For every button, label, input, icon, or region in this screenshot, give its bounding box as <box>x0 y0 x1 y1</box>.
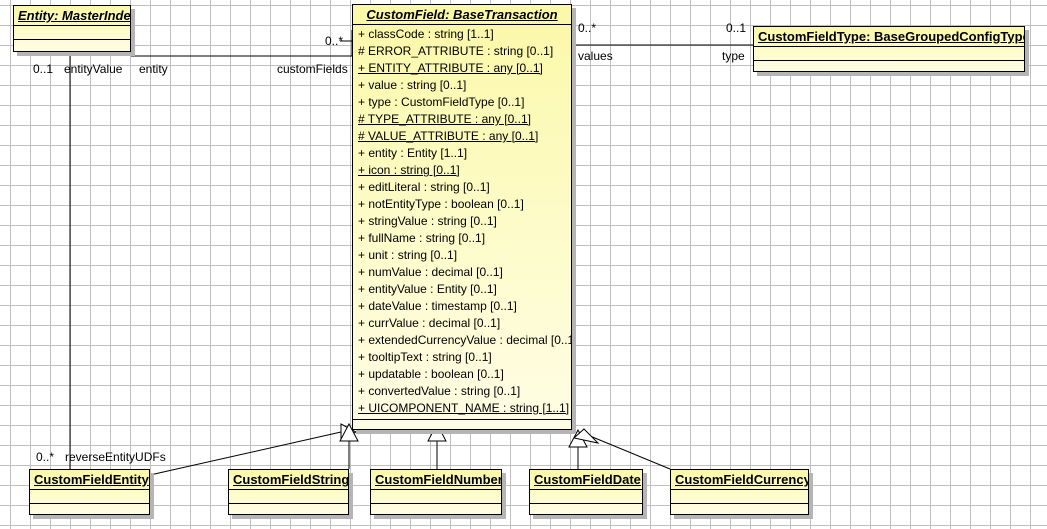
attribute-row: + icon : string [0..1] <box>358 163 460 177</box>
attribute-row: # TYPE_ATTRIBUTE : any [0..1] <box>358 112 531 126</box>
attribute-row: + dateValue : timestamp [0..1] <box>358 299 517 313</box>
multiplicity-label: 0..1 <box>726 21 747 35</box>
class-title-customfielddate: CustomFieldDate <box>530 470 642 490</box>
class-attributes-compartment-customfieldstring <box>229 490 348 504</box>
attribute-row: + UICOMPONENT_NAME : string [1..1] <box>358 401 570 415</box>
role-label-reverseentityudfs: reverseEntityUDFs <box>65 450 166 464</box>
attribute-row: + notEntityType : boolean [0..1] <box>358 197 524 211</box>
multiplicity-label: 0..* <box>578 21 597 35</box>
class-attributes-compartment-customfield: + classCode : string [1..1] # ERROR_ATTR… <box>353 25 571 420</box>
class-title-customfieldentity: CustomFieldEntity <box>30 470 149 490</box>
class-title-customfieldcurrency: CustomFieldCurrency <box>671 470 808 490</box>
class-title-customfieldnumber: CustomFieldNumber <box>371 470 501 490</box>
generalization-customfieldentity <box>149 423 358 476</box>
attribute-row: + value : string [0..1] <box>358 78 467 92</box>
attribute-row: + tooltipText : string [0..1] <box>358 350 492 364</box>
class-operations-compartment-customfieldnumber <box>371 504 501 514</box>
class-customfield-basetransaction[interactable]: CustomField: BaseTransaction + classCode… <box>352 4 572 430</box>
class-customfieldnumber[interactable]: CustomFieldNumber <box>370 469 502 515</box>
generalization-customfieldnumber <box>427 422 447 469</box>
role-label-entityvalue: entityValue <box>64 62 123 76</box>
class-customfieldcurrency[interactable]: CustomFieldCurrency <box>670 469 809 515</box>
attribute-row: + numValue : decimal [0..1] <box>358 265 503 279</box>
attribute-row: + entityValue : Entity [0..1] <box>358 282 497 296</box>
attribute-row: + entity : Entity [1..1] <box>358 146 468 160</box>
role-label-type: type <box>722 49 745 63</box>
class-customfieldentity[interactable]: CustomFieldEntity <box>29 469 150 515</box>
class-title-customfieldtype: CustomFieldType: BaseGroupedConfigType <box>754 27 1024 47</box>
attribute-row: # ERROR_ATTRIBUTE : string [0..1] <box>358 44 554 58</box>
class-operations-compartment-customfieldstring <box>229 504 348 514</box>
attribute-row: + convertedValue : string [0..1] <box>358 384 521 398</box>
generalization-customfielddate <box>568 428 588 469</box>
attribute-row: + editLiteral : string [0..1] <box>358 180 490 194</box>
class-attributes-compartment-customfieldnumber <box>371 490 501 504</box>
generalization-customfieldstring <box>339 422 359 469</box>
attribute-row: # VALUE_ATTRIBUTE : any [0..1] <box>358 129 539 143</box>
association-entity-customfields <box>131 30 353 57</box>
class-attributes-compartment-customfielddate <box>530 490 642 504</box>
class-attributes-compartment-customfieldcurrency <box>671 490 808 504</box>
class-title-entity-masterindex: Entity: MasterIndex <box>14 6 130 26</box>
role-label-customfields: customFields <box>277 62 348 76</box>
attribute-row: + unit : string [0..1] <box>358 248 458 262</box>
class-attributes-compartment-customfieldtype <box>754 47 1024 61</box>
class-operations-compartment-customfield <box>353 420 571 429</box>
class-title-customfieldstring: CustomFieldString <box>229 470 348 490</box>
class-customfielddate[interactable]: CustomFieldDate <box>529 469 643 515</box>
multiplicity-label: 0..1 <box>33 62 54 76</box>
class-title-customfield-basetransaction: CustomField: BaseTransaction <box>353 5 571 25</box>
attribute-row: + ENTITY_ATTRIBUTE : any [0..1] <box>358 61 543 75</box>
multiplicity-label: 0..* <box>36 450 55 464</box>
class-attributes-compartment-entity <box>14 26 130 40</box>
attribute-row: + updatable : boolean [0..1] <box>358 367 504 381</box>
generalization-customfieldcurrency <box>572 428 671 470</box>
role-label-entity: entity <box>139 62 168 76</box>
class-customfieldtype-basegroupedconfigtype[interactable]: CustomFieldType: BaseGroupedConfigType <box>753 26 1025 72</box>
attribute-row: + extendedCurrencyValue : decimal [0..1] <box>358 333 572 347</box>
role-label-values: values <box>578 49 613 63</box>
class-operations-compartment-customfielddate <box>530 504 642 514</box>
class-attributes-compartment-customfieldentity <box>30 490 149 504</box>
multiplicity-label: 0..* <box>325 34 344 48</box>
class-operations-compartment-entity <box>14 40 130 51</box>
class-operations-compartment-customfieldtype <box>754 61 1024 71</box>
attribute-row: + classCode : string [1..1] <box>358 27 494 41</box>
class-operations-compartment-customfieldentity <box>30 504 149 514</box>
attribute-row: + type : CustomFieldType [0..1] <box>358 95 525 109</box>
class-operations-compartment-customfieldcurrency <box>671 504 808 514</box>
attribute-row: + currValue : decimal [0..1] <box>358 316 501 330</box>
class-entity-masterindex[interactable]: Entity: MasterIndex <box>13 5 131 52</box>
attribute-row: + fullName : string [0..1] <box>358 231 486 245</box>
class-customfieldstring[interactable]: CustomFieldString <box>228 469 349 515</box>
attribute-row: + stringValue : string [0..1] <box>358 214 497 228</box>
association-values-type <box>572 44 753 46</box>
